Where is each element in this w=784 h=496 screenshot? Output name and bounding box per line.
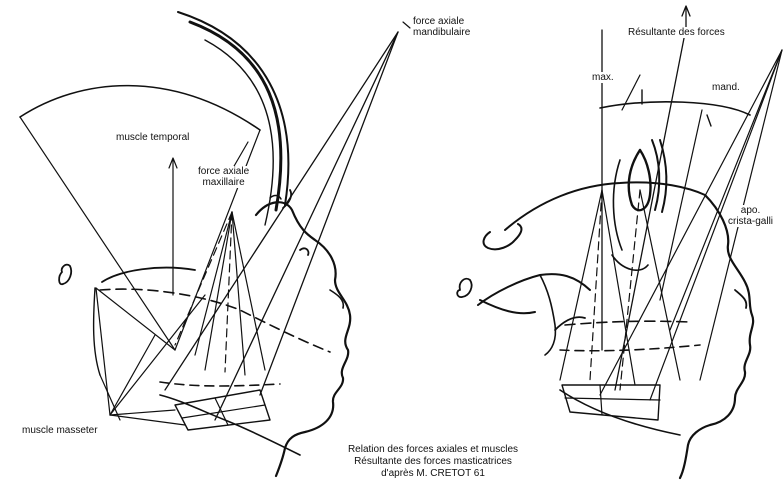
caption-line1: Relation des forces axiales et muscles	[318, 444, 548, 456]
label-muscle-temporal: muscle temporal	[116, 132, 189, 143]
right-lower-dashed	[560, 345, 700, 351]
left-occlusal-dashed	[100, 289, 330, 352]
left-figure	[20, 12, 410, 476]
left-tooth-blocks	[175, 390, 270, 430]
temporal-muscle-fan	[20, 86, 260, 350]
figure-caption: Relation des forces axiales et muscles R…	[318, 444, 548, 480]
label-max: max.	[592, 72, 614, 83]
label-force-axiale-mandibulaire-line2: mandibulaire	[413, 27, 470, 38]
caption-line3: d'après M. CRETOT 61	[318, 468, 548, 480]
right-arc-tick-2	[707, 115, 711, 126]
label-resultante-des-forces: Résultante des forces	[628, 27, 725, 38]
right-skull-outline	[484, 182, 705, 249]
crista-galli-cluster	[612, 140, 666, 270]
cranial-arcs	[178, 12, 288, 225]
label-apo-line2: crista-galli	[728, 216, 773, 227]
right-figure	[457, 6, 782, 478]
label-force-axiale-maxillaire-line1: force axiale	[198, 166, 249, 177]
label-mand: mand.	[712, 82, 740, 93]
label-force-axiale-maxillaire-line2: maxillaire	[198, 177, 249, 188]
mandibular-force-lines	[165, 22, 410, 420]
label-apo-crista-galli: apo. crista-galli	[728, 205, 773, 227]
temporal-arrow	[169, 158, 177, 295]
label-force-axiale-maxillaire: force axiale maxillaire	[198, 166, 249, 188]
right-tooth-blocks	[562, 385, 660, 420]
label-force-axiale-mandibulaire-line1: force axiale	[413, 16, 470, 27]
right-face-profile	[680, 195, 753, 478]
right-jaw	[457, 274, 680, 435]
caption-line2: Résultante des forces masticatrices	[318, 456, 548, 468]
label-apo-line1: apo.	[728, 205, 773, 216]
left-lower-dashed	[160, 382, 280, 386]
label-muscle-masseter: muscle masseter	[22, 425, 98, 436]
maxillary-force-cone	[175, 212, 265, 375]
label-force-axiale-mandibulaire: force axiale mandibulaire	[413, 16, 470, 38]
